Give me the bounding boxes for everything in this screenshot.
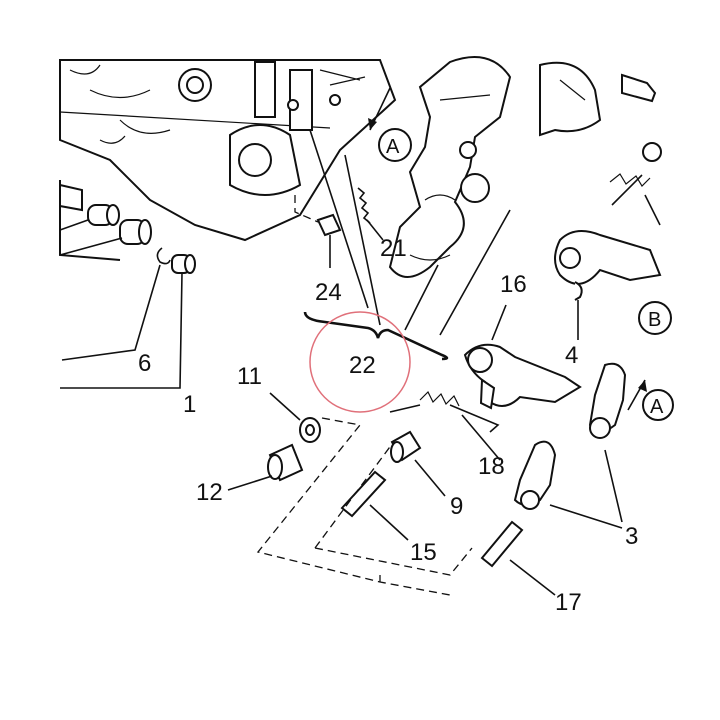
- label-9: 9: [450, 493, 463, 520]
- label-4: 4: [565, 342, 578, 369]
- detent-part-3-lower: [513, 440, 623, 529]
- leader-lines-left: [60, 264, 183, 389]
- label-21: 21: [380, 235, 407, 262]
- pin-part-15: [340, 470, 409, 541]
- label-arrow-a-top: A: [386, 136, 400, 158]
- washer-part-11: [269, 392, 321, 443]
- detent-part-3-upper: [588, 362, 627, 439]
- bushing-part-1: [171, 254, 196, 274]
- selector-lever-part-4: [554, 230, 662, 340]
- label-1: 1: [183, 391, 196, 418]
- label-arrow-b: B: [648, 309, 661, 331]
- view-arrow-a-right: [627, 379, 674, 421]
- dashed-assembly-outline: [256, 417, 473, 596]
- view-arrow-b: [638, 301, 672, 335]
- label-24: 24: [315, 279, 342, 306]
- label-22: 22: [349, 352, 376, 379]
- label-arrow-a-right: A: [650, 396, 664, 418]
- spring-top-right: [609, 142, 662, 226]
- bushing-set: [59, 183, 152, 256]
- label-18: 18: [478, 453, 505, 480]
- bushing-part-9: [390, 430, 446, 497]
- spring-part-18: [389, 390, 501, 461]
- lever-part-16: [463, 304, 582, 410]
- gearbox-housing: [59, 59, 397, 261]
- pin-part-17: [480, 520, 556, 596]
- spring-part-21: [357, 187, 384, 241]
- pin-part-24: [294, 195, 342, 268]
- label-11: 11: [237, 363, 262, 390]
- circlip-part-6: [156, 247, 171, 265]
- highlight-circle: [309, 311, 411, 413]
- label-15: 15: [410, 539, 437, 566]
- callout-labels: 1 6 3 4 9 11 12 15 16 17 18 21 22 24 A A…: [138, 136, 664, 616]
- plug-part-12: [227, 443, 304, 491]
- label-17: 17: [555, 589, 582, 616]
- label-16: 16: [500, 271, 527, 298]
- view-arrow-a-top: [368, 87, 412, 162]
- label-12: 12: [196, 479, 223, 506]
- selector-fork-assembly: [388, 56, 657, 278]
- label-3: 3: [625, 523, 638, 550]
- assembly-bracket-22: [303, 129, 511, 413]
- label-6: 6: [138, 350, 151, 377]
